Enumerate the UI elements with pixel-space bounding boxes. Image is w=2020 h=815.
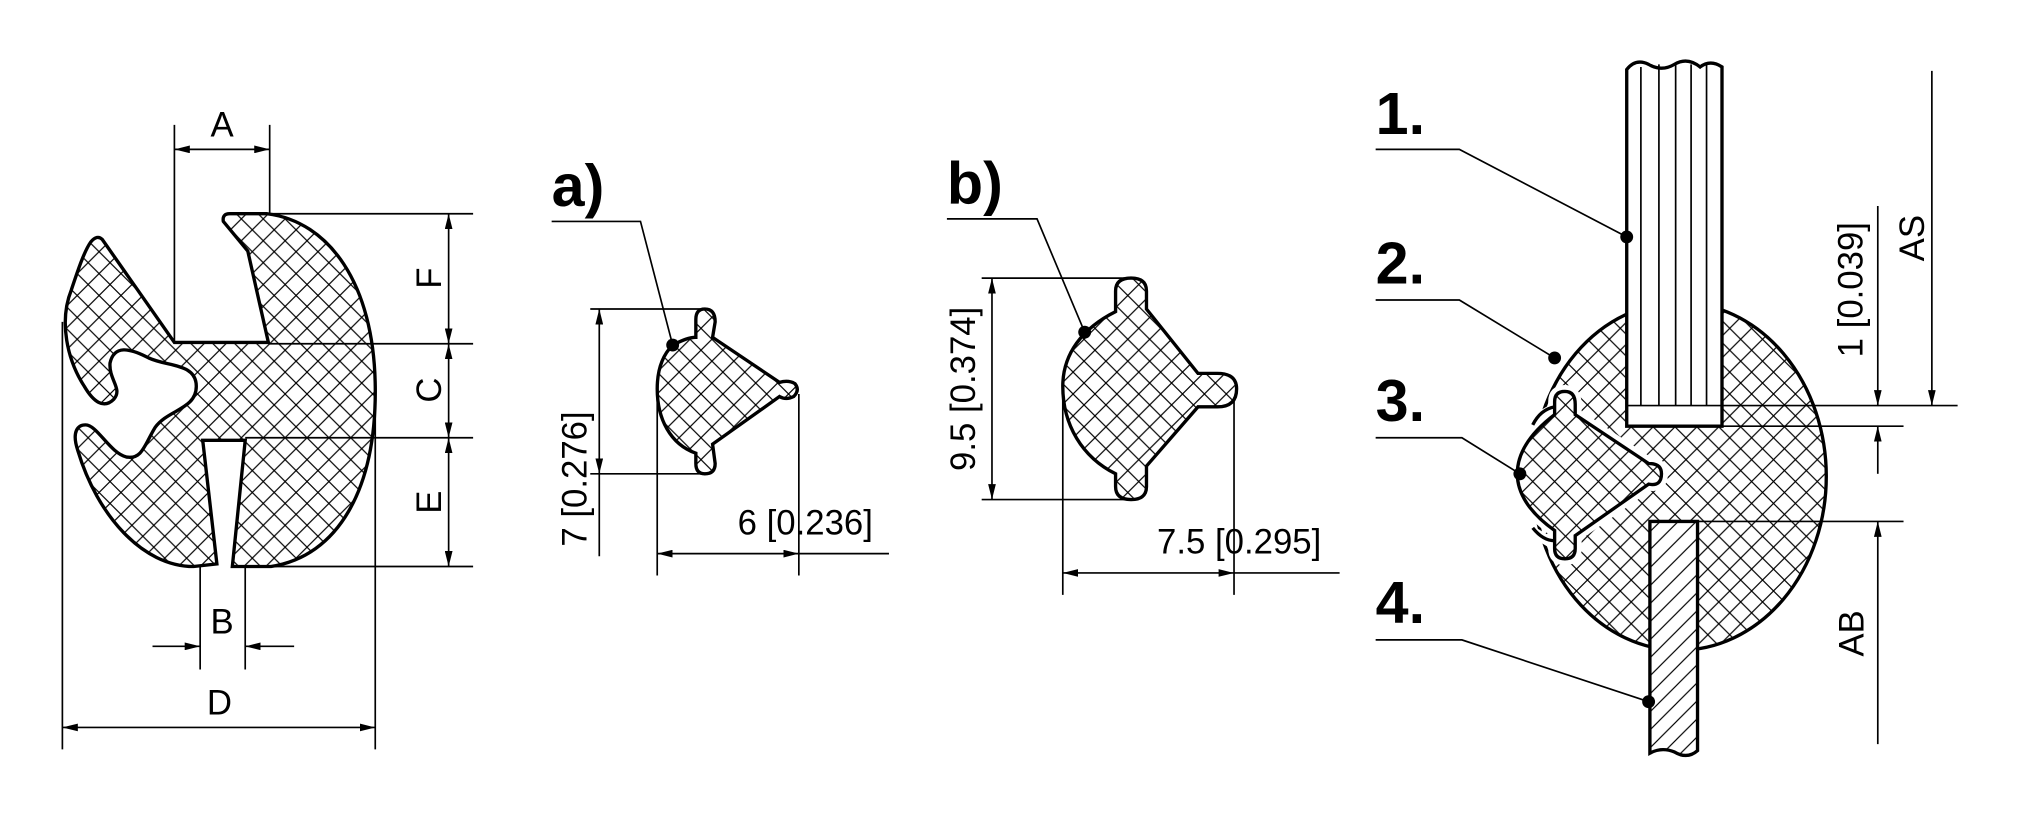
profile-section [63,212,377,569]
callout-4: 4. [1376,569,1425,636]
dim-label-f: F [411,267,449,288]
dim-label-b: B [210,603,233,641]
leader-dot [1642,695,1656,709]
variant-b-width-dim: 7.5 [0.295] [1157,524,1321,562]
variant-b-insert [1061,276,1239,502]
panel-hatch [1649,521,1698,756]
dim-label-c: C [411,378,449,403]
leader-dot [1548,351,1562,365]
as-label: AS [1894,215,1932,261]
variant-b-label: b) [947,149,1003,216]
dim-label-a: A [210,106,234,144]
leader-dot [1620,230,1634,244]
variant-b: b) 9.5 [0.374] 7.5 [0.295] [945,149,1340,595]
gap-dim: 1 [0.039] [1832,222,1870,357]
variant-a-height-dim: 7 [0.276] [556,411,594,546]
callout-2: 2. [1376,229,1425,296]
callout-1: 1. [1376,80,1425,147]
variant-b-height-dim: 9.5 [0.374] [945,307,983,471]
variant-a: a) 7 [0.276] 6 [0.236] [552,152,889,576]
ab-label: AB [1834,610,1872,656]
insert-piece-hatch [1515,389,1664,561]
leader-dot [1078,325,1092,339]
assembly: 1 [0.039] AS AB 1. 2. 3. 4. [1375,59,1958,758]
leader-dot [666,338,680,352]
variant-a-insert [655,307,799,476]
dim-label-e: E [411,491,449,514]
glass-pane [1625,59,1724,428]
dim-label-d: D [207,685,232,723]
profile-dimension-lines [61,124,474,750]
variant-a-width-dim: 6 [0.236] [738,504,873,542]
leader-dot [1513,467,1527,481]
callout-3: 3. [1376,367,1425,434]
variant-a-label: a) [552,152,605,219]
seal-gap-left-top [1531,405,1555,426]
main-profile: A B D F C E [61,106,474,750]
seal-gap-left-bottom [1531,526,1555,543]
